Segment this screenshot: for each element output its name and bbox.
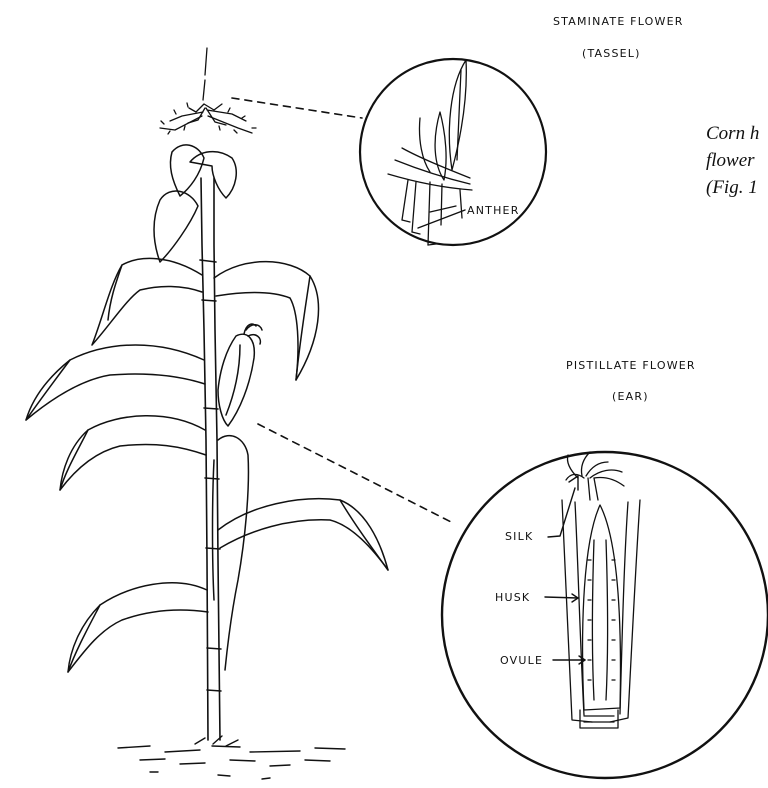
ground [118, 736, 345, 779]
husk-label: HUSK [495, 591, 530, 604]
pistillate-flower-subtitle: (EAR) [612, 390, 649, 403]
silk-label: SILK [505, 530, 533, 543]
staminate-flower-subtitle: (TASSEL) [582, 47, 641, 60]
anther-label: ANTHER [467, 204, 520, 217]
caption: Corn h flower (Fig. 1 [706, 120, 759, 201]
caption-line-3: (Fig. 1 [706, 174, 759, 201]
tassel [160, 48, 256, 134]
pistillate-flower-title: PISTILLATE FLOWER [566, 359, 696, 372]
ovule-label: OVULE [500, 654, 543, 667]
staminate-flower-title: STAMINATE FLOWER [553, 15, 684, 28]
ear [218, 324, 262, 426]
top-leaves [154, 145, 236, 262]
leader-lines [232, 98, 455, 524]
ear-detail-circle [442, 452, 768, 778]
caption-line-1: Corn h [706, 120, 759, 147]
caption-line-2: flower [706, 147, 759, 174]
tassel-detail-circle [360, 59, 546, 245]
stalk [200, 178, 221, 740]
